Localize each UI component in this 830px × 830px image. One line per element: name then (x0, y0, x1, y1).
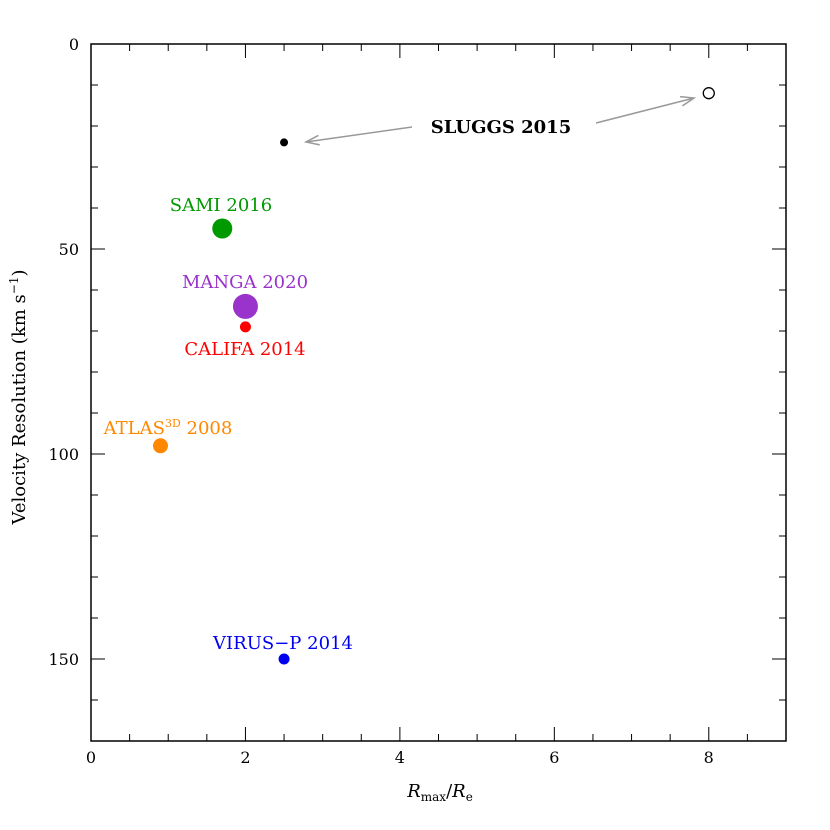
y-tick-label: 150 (48, 650, 79, 669)
point-sluggs-2015-outer (702, 87, 715, 100)
x-tick-label: 2 (240, 748, 250, 767)
y-tick-label: 0 (69, 35, 79, 54)
point-califa-2014 (239, 321, 251, 333)
y-tick-label: 100 (48, 445, 79, 464)
plot-axes (90, 43, 787, 742)
label-califa-2014: CALIFA 2014 (184, 339, 305, 360)
y-tick-label: 50 (59, 240, 79, 259)
x-label-sub-max: max (421, 790, 447, 804)
arrow-to-sluggs-outer-shaft (595, 97, 695, 124)
label-atlas3d-2008: ATLAS3D 2008 (103, 417, 233, 439)
data-points (153, 87, 715, 665)
y-label-sup: −1 (7, 277, 21, 295)
x-tick-label: 4 (395, 748, 405, 767)
label-atlas-main: ATLAS (103, 418, 165, 439)
point-atlas3d-2008 (153, 438, 168, 454)
point-manga-2020 (232, 293, 258, 319)
arrow-to-sluggs-outer (595, 95, 697, 124)
y-axis-label: Velocity Resolution (km s−1) (7, 269, 30, 525)
y-label-close: ) (9, 269, 30, 276)
x-tick-label: 6 (549, 748, 559, 767)
arrow-to-sluggs-inner-shaft (305, 126, 413, 143)
axis-ticks: 0 2 4 6 8 0 50 100 150 (48, 35, 787, 767)
x-label-slash: / (446, 781, 453, 802)
point-sluggs-2015-inner (280, 138, 289, 147)
x-axis-label: Rmax/Re (406, 781, 473, 804)
point-sami-2016 (212, 218, 233, 239)
label-sami-2016: SAMI 2016 (170, 195, 272, 216)
sluggs-arrows (303, 95, 697, 146)
label-manga-2020: MANGA 2020 (182, 272, 308, 293)
label-atlas-sup: 3D (165, 417, 181, 430)
label-atlas-rest: 2008 (181, 418, 233, 439)
arrow-to-sluggs-inner (303, 126, 413, 146)
x-label-r: R (406, 781, 421, 802)
x-label-sub-e: e (466, 790, 473, 804)
arrow-to-sluggs-inner-head (303, 134, 320, 146)
label-sluggs-2015: SLUGGS 2015 (431, 117, 571, 138)
arrow-to-sluggs-outer-head (679, 95, 697, 107)
x-label-r2: R (451, 781, 466, 802)
point-virus-p-2014 (278, 653, 290, 665)
plot-frame (90, 43, 787, 742)
label-virus-p-2014: VIRUS−P 2014 (212, 633, 353, 654)
y-label-text: Velocity Resolution (km s (9, 294, 30, 525)
x-tick-label: 0 (86, 748, 96, 767)
x-tick-label: 8 (704, 748, 714, 767)
